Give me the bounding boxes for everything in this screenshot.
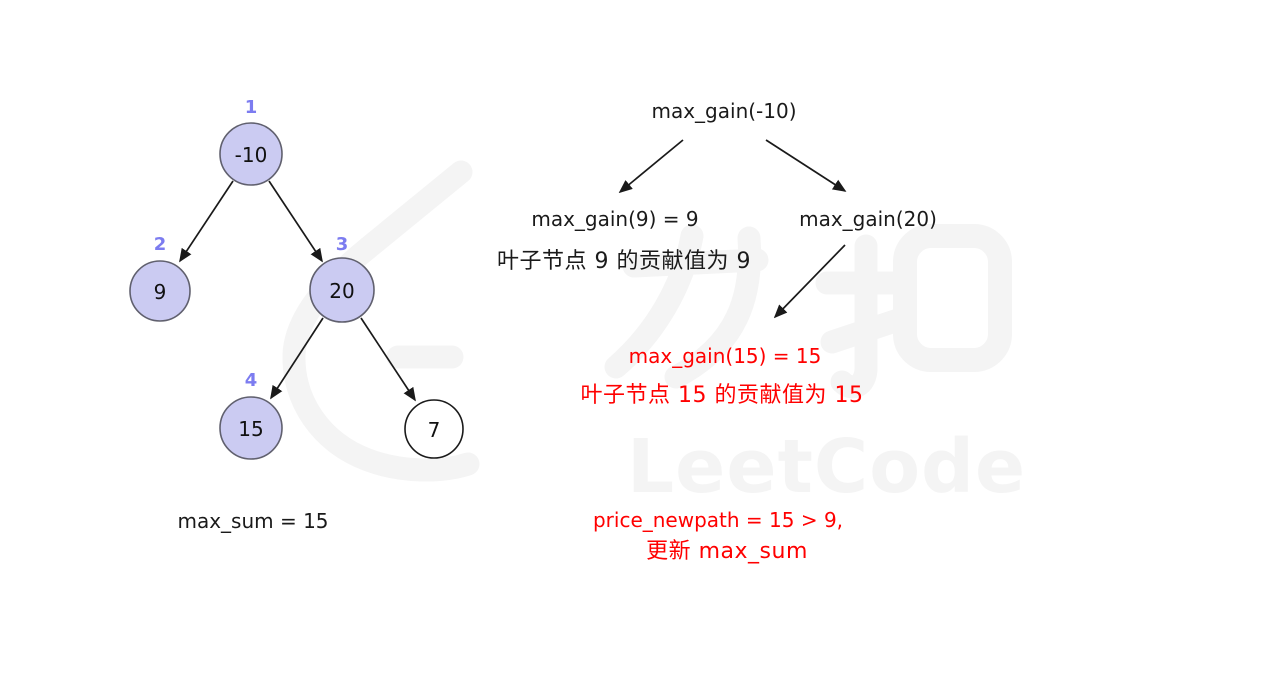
node-order-label-root: 1 xyxy=(244,97,258,118)
callout-right-call: max_gain(20) xyxy=(799,207,937,231)
tree-nodes xyxy=(129,122,464,460)
callout-right-left-note: 叶子节点 15 的贡献值为 15 xyxy=(580,383,864,408)
tree-edge-right-left xyxy=(270,317,324,400)
tree-edge-root-left xyxy=(179,180,234,263)
callout-right-left-result: max_gain(15) = 15 xyxy=(628,344,822,368)
watermark-brand-text: LeetCode xyxy=(627,424,1026,510)
tree-node-circle-right-right xyxy=(404,399,464,459)
node-value-root: -10 xyxy=(234,143,268,167)
callout-left-note: 叶子节点 9 的贡献值为 9 xyxy=(497,249,751,274)
callout-arrows xyxy=(618,139,847,319)
node-value-right-left: 15 xyxy=(238,417,264,441)
callout-left-result: max_gain(9) = 9 xyxy=(531,207,699,231)
callout-arrow-root-to-right xyxy=(765,139,847,192)
node-order-label-left: 2 xyxy=(153,234,167,255)
node-value-left: 9 xyxy=(153,280,167,304)
tree-node-circle-left xyxy=(129,260,191,322)
callout-update-line2: 更新 max_sum xyxy=(646,539,808,564)
node-order-label-right-left: 4 xyxy=(244,370,258,391)
tree-edge-root-right xyxy=(268,180,323,263)
tree-edge-right-right xyxy=(360,317,416,402)
node-order-label-right: 3 xyxy=(335,234,349,255)
tree-node-circle-right-left xyxy=(219,396,283,460)
callout-root-call: max_gain(-10) xyxy=(651,99,797,123)
node-value-right-right: 7 xyxy=(427,418,441,442)
tree-node-circle-right xyxy=(309,257,375,323)
max-sum-label: max_sum = 15 xyxy=(177,509,329,533)
callout-arrow-root-to-left xyxy=(618,139,684,194)
lika-characters xyxy=(604,224,1012,399)
callout-update-line1: price_newpath = 15 > 9, xyxy=(592,508,844,532)
tree-node-circle-root xyxy=(219,122,283,186)
callout-arrow-right-to-leaf xyxy=(773,244,846,319)
tree-edges xyxy=(179,180,416,402)
node-value-right: 20 xyxy=(329,279,355,303)
